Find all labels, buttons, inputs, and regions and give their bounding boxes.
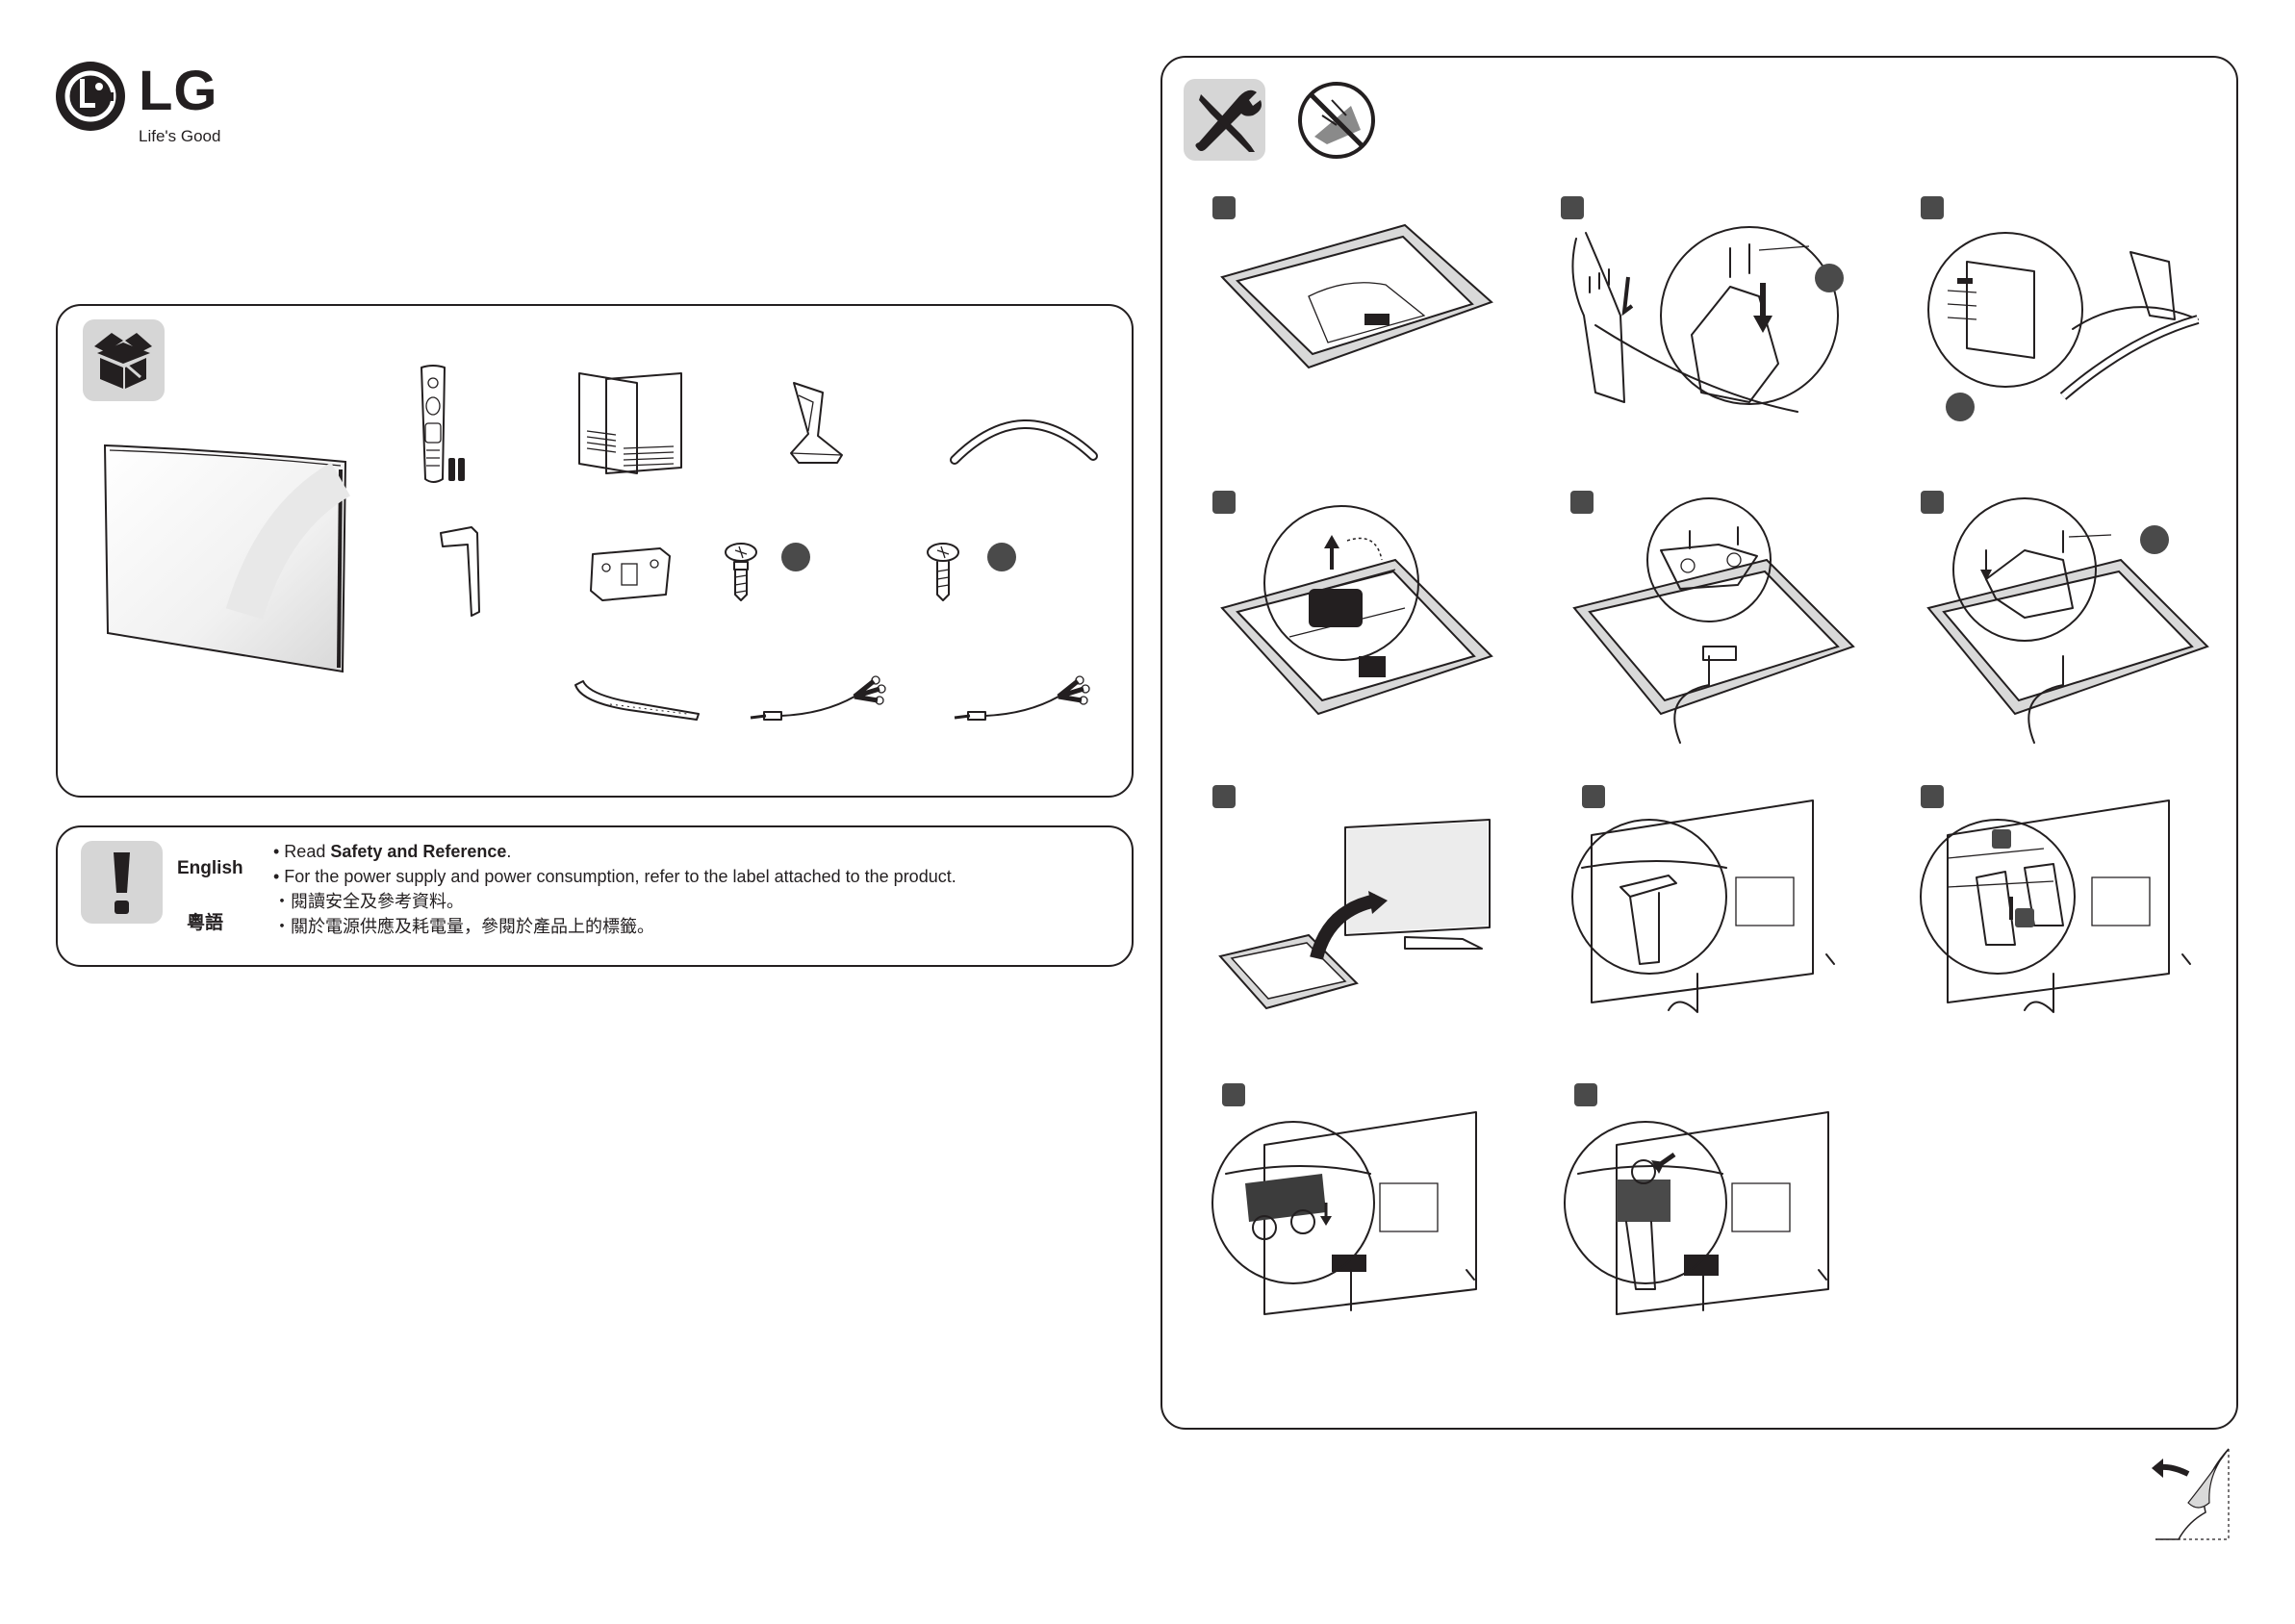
stand-body-image — [770, 378, 866, 474]
step-10-illustration — [1207, 1097, 1495, 1318]
screw-b-image — [924, 539, 962, 606]
step-6-illustration — [1919, 493, 2227, 762]
step-1-illustration — [1212, 219, 1501, 431]
box-contents-panel — [56, 304, 1134, 798]
stand-bracket-image — [583, 545, 679, 612]
av-cable-a-image — [747, 672, 891, 729]
step-11-illustration — [1559, 1097, 1848, 1318]
av-cable-b-image — [951, 672, 1095, 729]
stand-base-image — [947, 400, 1101, 468]
step-9-illustration — [1919, 800, 2207, 1022]
step-7-illustration — [1212, 814, 1501, 1035]
tv-panel-image — [100, 441, 350, 681]
brand-name: LG — [139, 62, 218, 121]
lg-logo-mark — [54, 60, 127, 133]
step-marker-3 — [1921, 196, 1944, 219]
english-label: English — [177, 858, 243, 879]
exclamation-icon — [81, 841, 163, 924]
box-contents-icon — [83, 319, 165, 401]
step-3-callout — [1946, 393, 1975, 421]
page-turn-icon — [2150, 1445, 2236, 1541]
brand-tagline: Life's Good — [139, 127, 220, 146]
step-marker-7 — [1212, 785, 1236, 808]
notice-line-3: ・閱讀安全及參考資料。 — [273, 889, 464, 914]
manuals-image — [577, 371, 693, 477]
step-4-illustration — [1212, 493, 1501, 762]
notice-line-2: • For the power supply and power consump… — [273, 864, 956, 889]
screw-a-image — [722, 539, 760, 606]
magic-remote-image — [414, 364, 481, 498]
assembly-steps-panel — [1160, 56, 2238, 1430]
notice-panel: English 粵語 • Read Safety and Reference. … — [56, 825, 1134, 967]
screw-a-callout — [781, 543, 810, 571]
step-6-callout — [2140, 525, 2169, 554]
notice-line-1-bold: Safety and Reference — [330, 842, 506, 861]
step-2-illustration — [1557, 219, 1874, 431]
warning-icon-box — [81, 841, 163, 924]
step-5-illustration — [1565, 493, 1873, 762]
cable-cover-image — [572, 679, 706, 727]
step-8-illustration — [1563, 800, 1851, 1022]
tools-icon-box — [1184, 79, 1265, 161]
screw-b-callout — [987, 543, 1016, 571]
notice-line-1-prefix: • Read — [273, 842, 330, 861]
step-marker-2 — [1561, 196, 1584, 219]
screwdriver-wrench-icon — [1184, 79, 1265, 161]
notice-line-4: ・關於電源供應及耗電量，參閱於產品上的標籤。 — [273, 914, 654, 939]
notice-line-1-suffix: . — [506, 842, 511, 861]
no-scratch-surface-icon — [1293, 77, 1380, 164]
stand-neck-image — [433, 523, 500, 620]
lg-logo: LG Life's Good — [54, 60, 246, 156]
step-2-callout — [1815, 264, 1844, 292]
cantonese-label: 粵語 — [187, 908, 223, 934]
notice-line-1: • Read Safety and Reference. — [273, 839, 511, 864]
step-marker-1 — [1212, 196, 1236, 219]
